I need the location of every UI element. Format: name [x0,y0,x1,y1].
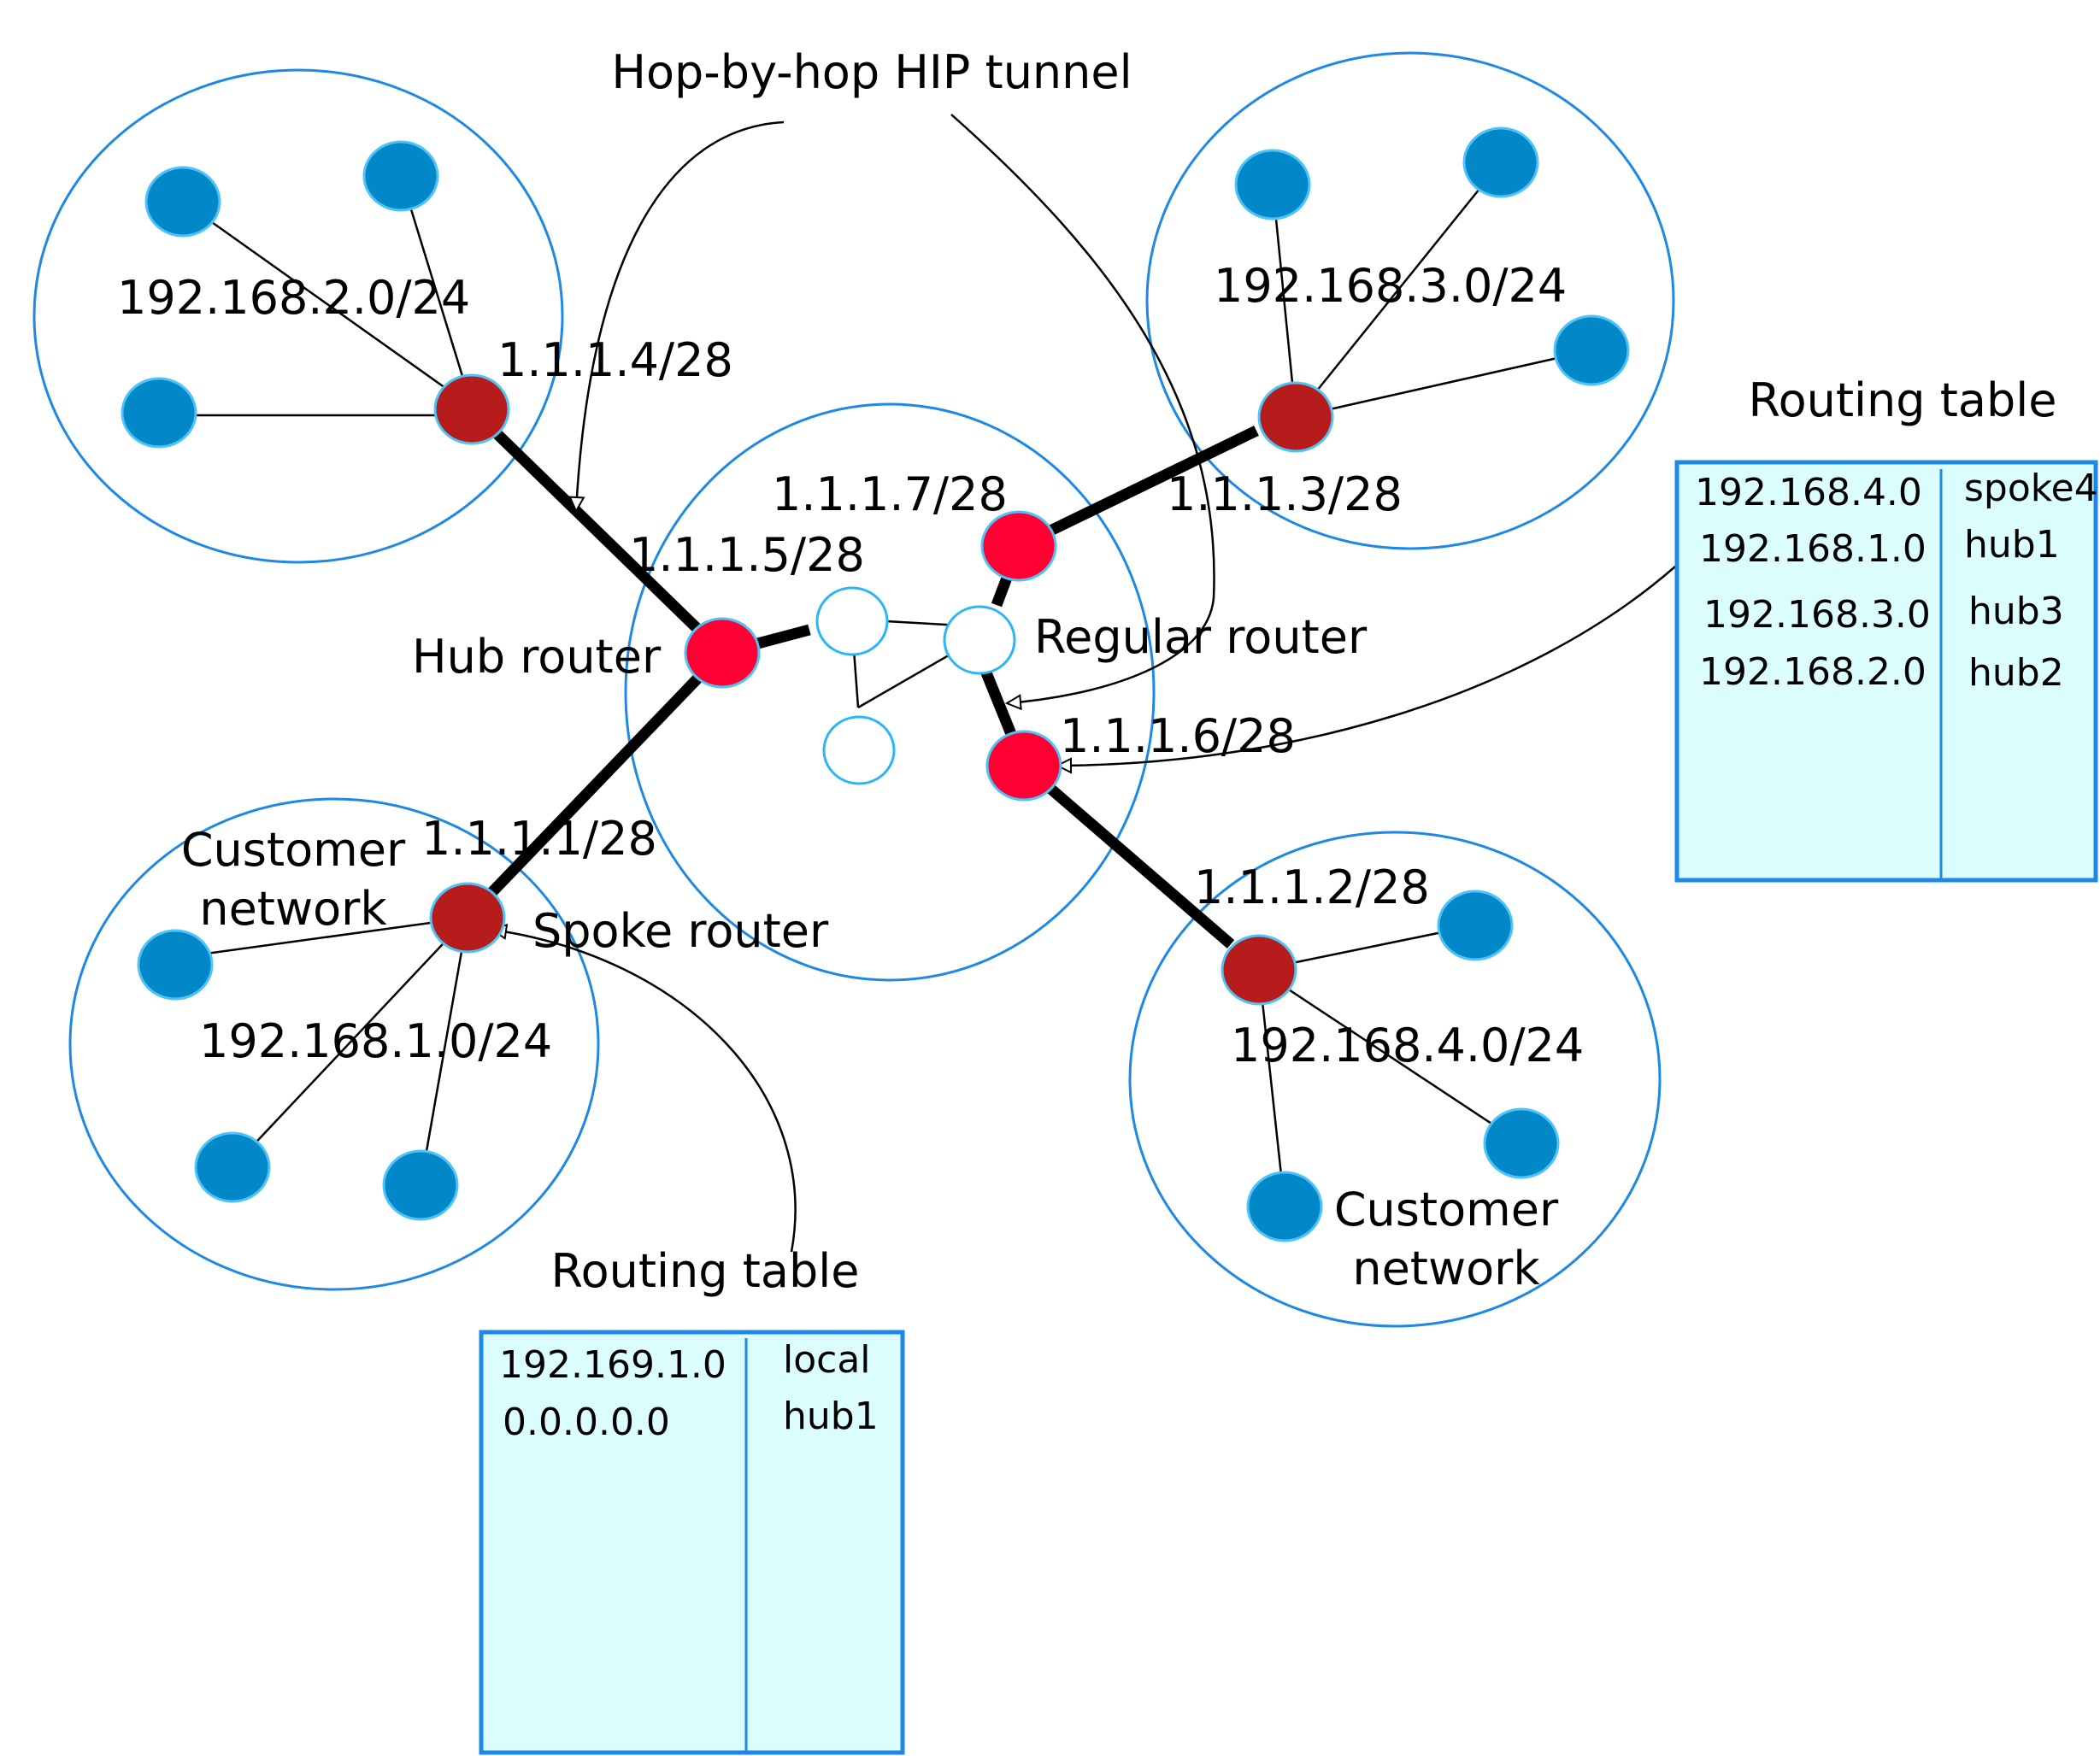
host-node[interactable] [1553,314,1630,386]
regular-router-bottom[interactable] [822,715,896,785]
tunnel-curve-right [950,114,1215,703]
customer-network-label-right: Customer [1334,1183,1559,1236]
spoke-router-net1[interactable] [429,882,506,954]
routing-table-right: Routing table 192.168.4.0 spoke4 192.168… [1674,373,2098,883]
network-label-3: 192.168.3.0/24 [1214,259,1567,313]
spoke-router-label: Spoke router [532,904,829,958]
network-label-2: 192.168.2.0/24 [117,271,470,325]
tunnel-label: Hop-by-hop HIP tunnel [611,45,1132,99]
routers [429,373,1334,1006]
host-node[interactable] [382,1149,459,1221]
routing-table-right-next: spoke4 [1964,467,2098,510]
host-node[interactable] [1483,1107,1560,1179]
customer-network-label-right-2: network [1352,1242,1540,1295]
ip-label-1-1-1-4: 1.1.1.4/28 [497,333,733,387]
host-node[interactable] [144,166,221,238]
hosts [121,126,1630,1242]
host-node[interactable] [1246,1171,1323,1242]
host-node[interactable] [1234,149,1311,220]
network-label-4: 192.168.4.0/24 [1231,1019,1584,1072]
routing-table-right-dest: 192.168.2.0 [1699,650,1926,694]
regular-router-label: Regular router [1034,610,1368,664]
host-node[interactable] [1462,126,1539,198]
routing-table-right-next: hub1 [1964,523,2060,567]
routing-table-bottom-title: Routing table [551,1244,860,1298]
routing-table-bottom-next: local [783,1338,871,1382]
tunnel-links [463,405,1259,948]
routing-table-right-pointer [1057,566,1676,766]
routing-table-bottom-next: hub1 [783,1395,879,1438]
spoke-router-net2[interactable] [433,373,510,445]
routing-table-right-next: hub3 [1968,590,2064,633]
tunnel-curve-left [576,120,785,511]
network-label-1: 192.168.1.0/24 [199,1014,552,1068]
routing-table-right-dest: 192.168.1.0 [1699,527,1926,571]
spoke-router-net4[interactable] [1221,934,1297,1006]
ip-label-1-1-1-7: 1.1.1.7/28 [772,467,1008,521]
routing-table-right-dest: 192.168.3.0 [1703,593,1931,637]
ip-label-1-1-1-6: 1.1.1.6/28 [1060,709,1296,763]
hub-router-label: Hub router [412,630,662,684]
routing-table-right-next: hub2 [1968,651,2064,695]
routing-table-right-box [1674,460,2098,883]
host-node[interactable] [194,1131,271,1203]
ip-label-1-1-1-3: 1.1.1.3/28 [1167,467,1403,521]
routing-table-bottom-box [479,1330,905,1755]
ip-label-1-1-1-2: 1.1.1.2/28 [1194,860,1430,914]
customer-network-label-left: Customer [181,823,406,877]
spoke-router-net3[interactable] [1257,381,1334,453]
routing-table-bottom-pointer [492,930,797,1253]
host-node[interactable] [137,929,214,1001]
regular-router-left[interactable] [815,586,889,656]
host-node[interactable] [1437,890,1514,961]
routing-table-bottom: Routing table 192.169.1.0 local 0.0.0.0.… [479,1244,905,1755]
labels: Hop-by-hop HIP tunnel 192.168.2.0/24 192… [117,45,1584,1295]
routing-table-bottom-dest: 192.169.1.0 [499,1343,726,1387]
host-node[interactable] [362,140,439,212]
ip-label-1-1-1-1: 1.1.1.1/28 [421,812,657,866]
hub-router-1-1-1-5[interactable] [684,617,761,689]
routing-table-right-title: Routing table [1749,373,2057,427]
customer-network-label-left-2: network [199,882,387,936]
ip-label-1-1-1-5: 1.1.1.5/28 [629,528,865,582]
hub-router-1-1-1-7[interactable] [980,510,1057,582]
regular-router-right[interactable] [943,605,1016,675]
routing-table-bottom-dest: 0.0.0.0.0 [503,1401,670,1444]
routing-table-right-dest: 192.168.4.0 [1695,471,1922,514]
host-node[interactable] [121,377,197,449]
host-links [159,162,1592,1207]
hub-router-1-1-1-6[interactable] [985,730,1062,802]
annotation-curves [492,114,1676,1253]
